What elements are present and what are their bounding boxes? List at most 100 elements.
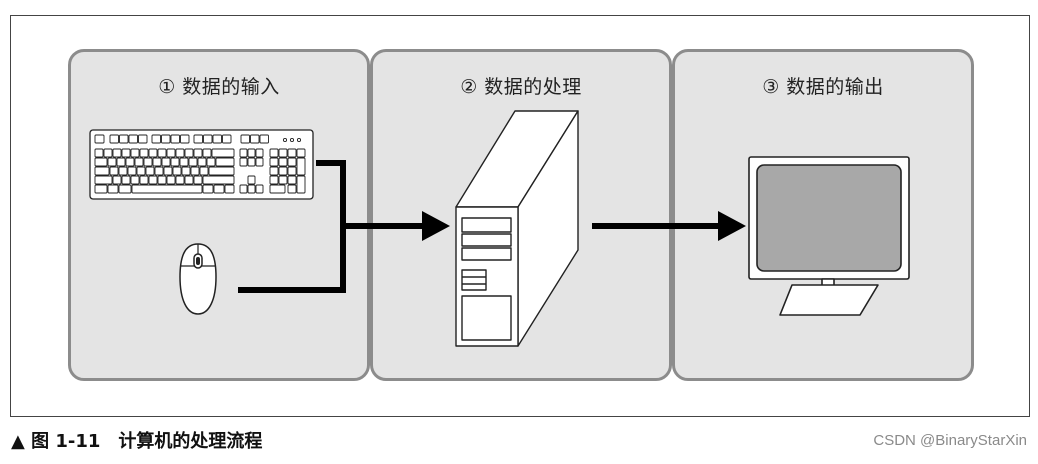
keyboard-key: [148, 148, 158, 158]
keyboard-key: [215, 157, 235, 167]
keyboard-key: [94, 184, 108, 194]
monitor-icon: [748, 156, 910, 316]
keyboard-key: [269, 148, 279, 158]
keyboard-led: [296, 137, 302, 143]
keyboard-key: [179, 157, 189, 167]
keyboard-key: [255, 157, 264, 167]
keyboard-key: [121, 175, 131, 185]
keyboard-key: [152, 157, 162, 167]
keyboard-key: [202, 184, 214, 194]
keyboard-key: [148, 175, 158, 185]
keyboard-key: [193, 148, 203, 158]
keyboard-key: [239, 157, 248, 167]
keyboard-key: [166, 175, 176, 185]
keyboard-key: [119, 134, 129, 144]
keyboard-key: [139, 148, 149, 158]
mouse-icon: [179, 243, 217, 315]
keyboard-key: [247, 184, 256, 194]
panel-input: ① 数据的输入: [68, 49, 370, 381]
keyboard-key: [296, 148, 306, 158]
keyboard-key: [269, 184, 286, 194]
keyboard-key: [151, 134, 161, 144]
keyboard-key: [161, 134, 171, 144]
keyboard-key: [118, 184, 132, 194]
keyboard-key: [134, 157, 144, 167]
keyboard-key: [136, 166, 146, 176]
keyboard-key: [128, 134, 138, 144]
figure-caption: ▲ 图 1-11 计算机的处理流程: [11, 431, 263, 452]
keyboard-key: [255, 148, 264, 158]
keyboard-key: [116, 157, 126, 167]
keyboard-key: [213, 184, 225, 194]
keyboard-key: [247, 157, 256, 167]
keyboard-key: [94, 157, 108, 167]
computer-tower-icon: [455, 110, 579, 347]
keyboard-key: [109, 166, 119, 176]
keyboard-key: [278, 166, 288, 176]
keyboard-key: [118, 166, 128, 176]
keyboard-key: [94, 166, 110, 176]
arrow-right-icon: [422, 211, 450, 241]
keyboard-key: [193, 175, 203, 185]
keyboard-key: [222, 134, 232, 144]
keyboard-key: [211, 148, 235, 158]
keyboard-key: [188, 157, 198, 167]
keyboard-key: [175, 148, 185, 158]
keyboard-key: [278, 148, 288, 158]
keyboard-key: [163, 166, 173, 176]
keyboard-led: [282, 137, 288, 143]
keyboard-key: [107, 184, 119, 194]
keyboard-key: [181, 166, 191, 176]
keyboard-key: [170, 157, 180, 167]
keyboard-key: [143, 157, 153, 167]
keyboard-key: [239, 184, 248, 194]
input-connector: [238, 160, 424, 293]
keyboard-key: [190, 166, 200, 176]
keyboard-key: [202, 175, 235, 185]
keyboard-key: [208, 166, 235, 176]
keyboard-key: [145, 166, 155, 176]
keyboard-key: [247, 148, 256, 158]
arrow-right-icon: [718, 211, 746, 241]
keyboard-key: [107, 157, 117, 167]
keyboard-key: [138, 134, 148, 144]
keyboard-key: [166, 148, 176, 158]
keyboard-key: [94, 134, 105, 144]
keyboard-key: [278, 157, 288, 167]
keyboard-key: [125, 157, 135, 167]
keyboard-key: [269, 157, 279, 167]
keyboard-key: [161, 157, 171, 167]
keyboard-key: [203, 134, 213, 144]
panel-title-process: ② 数据的处理: [460, 76, 582, 98]
keyboard-key: [184, 175, 194, 185]
keyboard-key: [94, 148, 104, 158]
keyboard-key: [202, 148, 212, 158]
keyboard-key: [130, 175, 140, 185]
keyboard-key: [240, 134, 250, 144]
keyboard-key: [255, 184, 264, 194]
keyboard-key: [296, 175, 306, 194]
keyboard-key: [175, 175, 185, 185]
keyboard-key: [103, 148, 113, 158]
keyboard-key: [127, 166, 137, 176]
keyboard-key: [180, 134, 190, 144]
keyboard-key: [112, 148, 122, 158]
keyboard-icon: [89, 129, 314, 200]
keyboard-led: [289, 137, 295, 143]
watermark: CSDN @BinaryStarXin: [873, 432, 1027, 449]
keyboard-key: [250, 134, 260, 144]
keyboard-key: [199, 166, 209, 176]
keyboard-key: [206, 157, 216, 167]
keyboard-key: [121, 148, 131, 158]
keyboard-key: [296, 157, 306, 176]
keyboard-key: [154, 166, 164, 176]
keyboard-key: [131, 184, 203, 194]
figure-frame: [10, 15, 1030, 417]
keyboard-key: [130, 148, 140, 158]
panel-title-output: ③ 数据的输出: [762, 76, 884, 98]
keyboard-key: [278, 175, 288, 185]
keyboard-key: [247, 175, 256, 185]
keyboard-key: [224, 184, 235, 194]
keyboard-key: [287, 175, 297, 185]
